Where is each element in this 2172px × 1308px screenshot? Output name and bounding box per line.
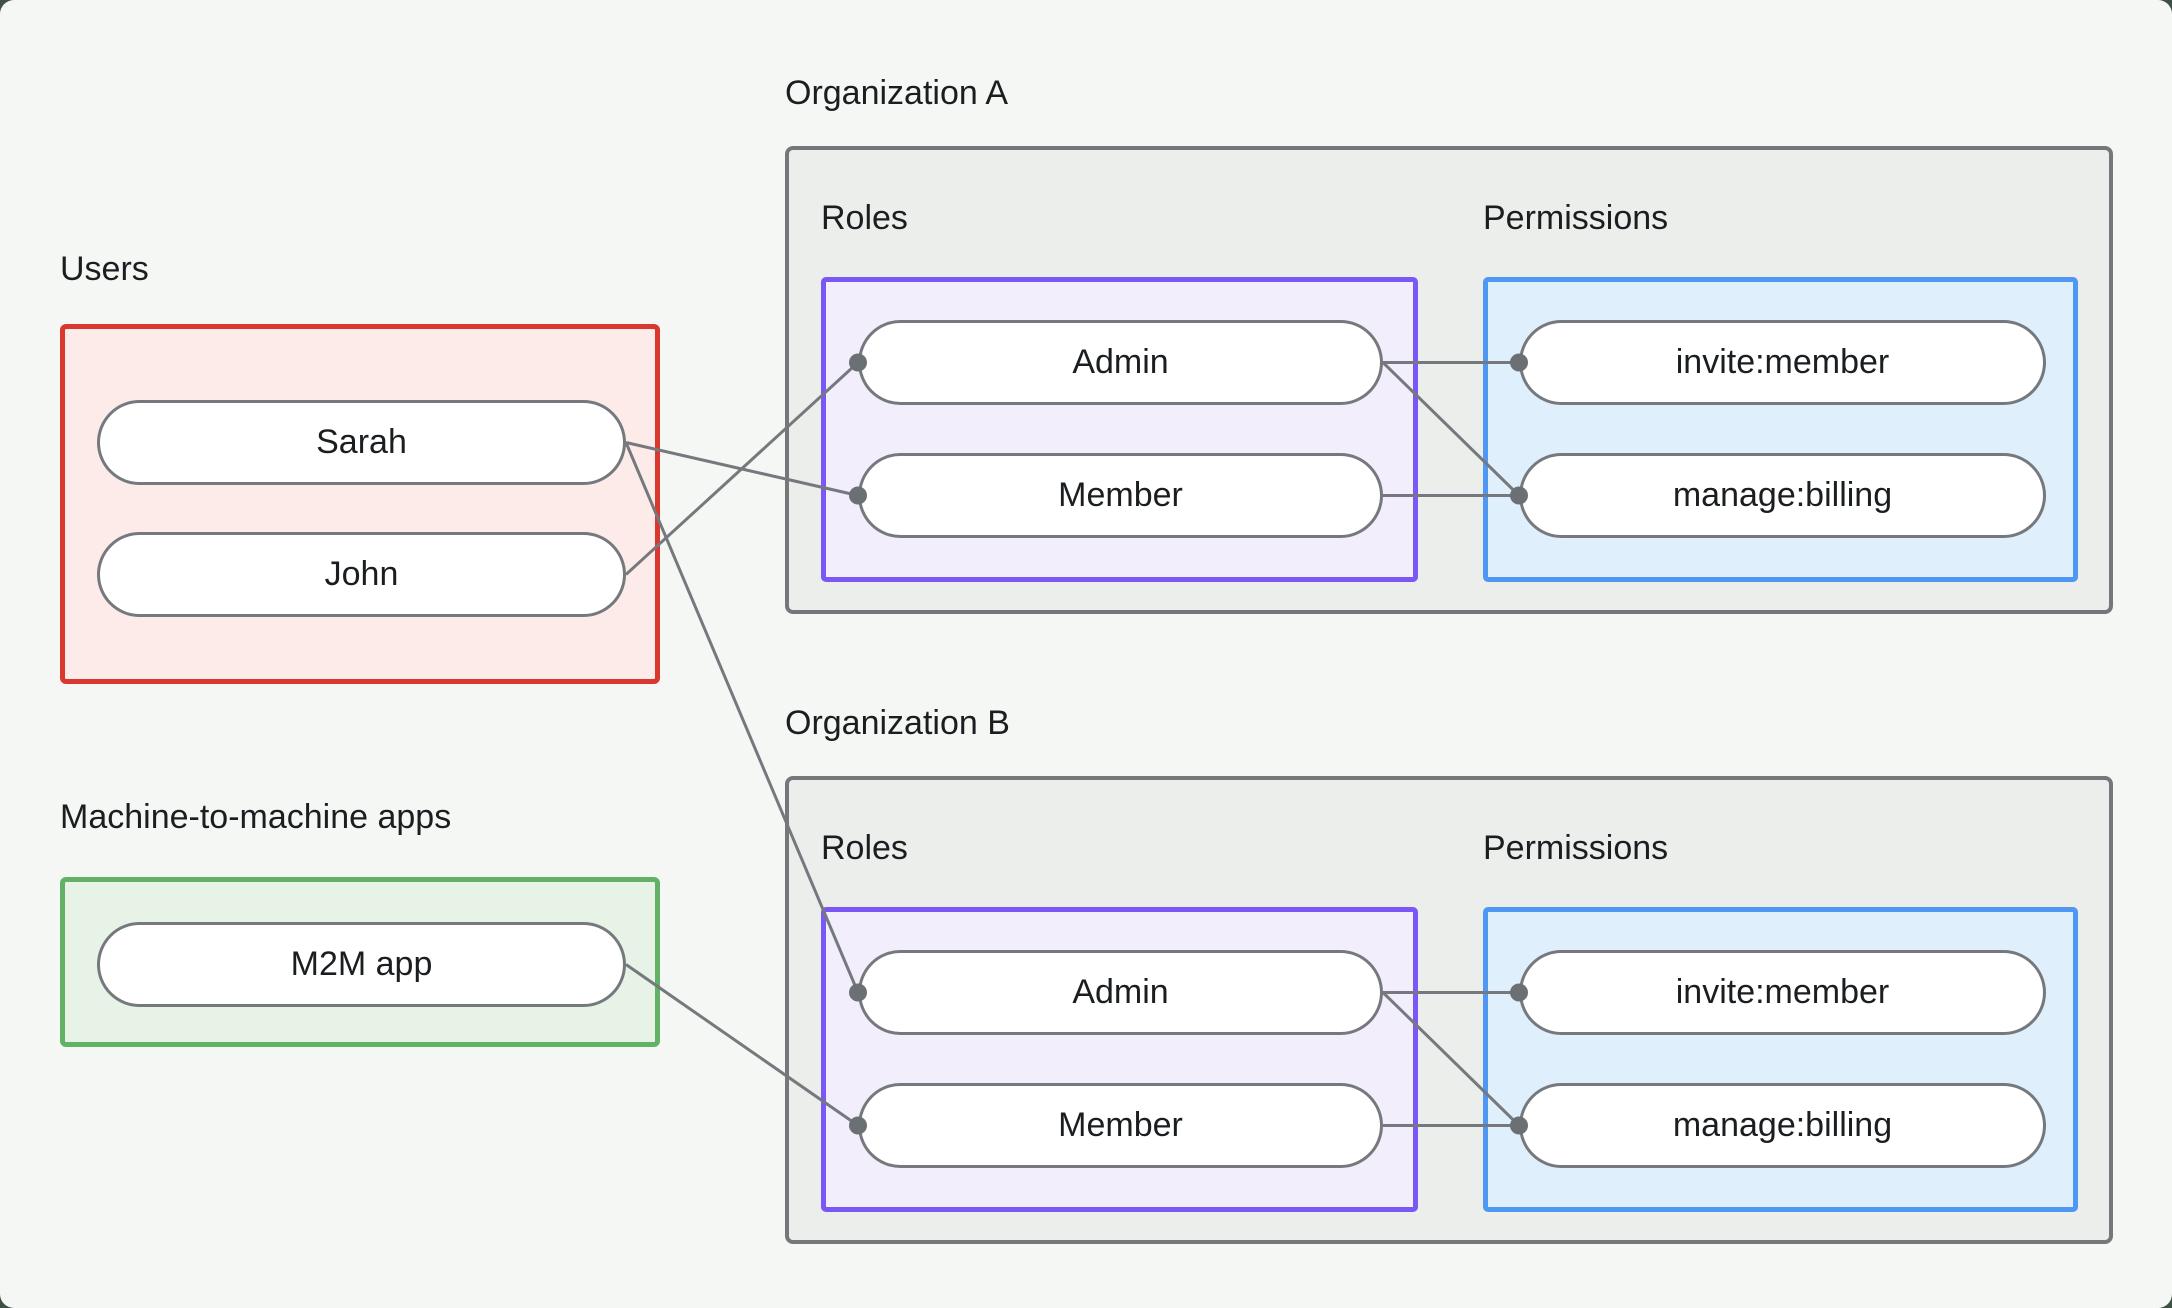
permission-node-orgA-manage-billing: manage:billing — [1519, 453, 2046, 538]
permission-node-label: invite:member — [1675, 973, 1890, 1011]
users-group-box — [60, 324, 660, 684]
user-node-label: John — [324, 555, 399, 593]
permission-node-label: manage:billing — [1672, 1106, 1893, 1144]
m2m-apps-group-label: Machine-to-machine apps — [60, 798, 452, 836]
role-node-label: Member — [1058, 1106, 1183, 1144]
role-node-label: Admin — [1072, 973, 1169, 1011]
user-node-sarah: Sarah — [97, 400, 626, 485]
role-node-label: Admin — [1072, 343, 1169, 381]
organization-b-roles-label: Roles — [821, 829, 908, 867]
role-node-orgB-member: Member — [858, 1083, 1383, 1168]
role-node-orgA-admin: Admin — [858, 320, 1383, 405]
role-node-orgA-member: Member — [858, 453, 1383, 538]
organization-b-title: Organization B — [785, 704, 1010, 742]
organization-a-title: Organization A — [785, 74, 1009, 112]
permission-node-orgB-invite-member: invite:member — [1519, 950, 2046, 1035]
permission-node-label: invite:member — [1675, 343, 1890, 381]
user-node-label: Sarah — [316, 423, 407, 461]
role-node-orgB-admin: Admin — [858, 950, 1383, 1035]
users-group-label: Users — [60, 250, 149, 288]
permission-node-orgA-invite-member: invite:member — [1519, 320, 2046, 405]
m2m-app-node: M2M app — [97, 922, 626, 1007]
m2m-app-node-label: M2M app — [290, 945, 433, 983]
organization-b-permissions-label: Permissions — [1483, 829, 1669, 867]
organization-a-roles-label: Roles — [821, 199, 908, 237]
user-node-john: John — [97, 532, 626, 617]
role-node-label: Member — [1058, 476, 1183, 514]
permission-node-orgB-manage-billing: manage:billing — [1519, 1083, 2046, 1168]
permission-node-label: manage:billing — [1672, 476, 1893, 514]
organization-a-permissions-label: Permissions — [1483, 199, 1669, 237]
